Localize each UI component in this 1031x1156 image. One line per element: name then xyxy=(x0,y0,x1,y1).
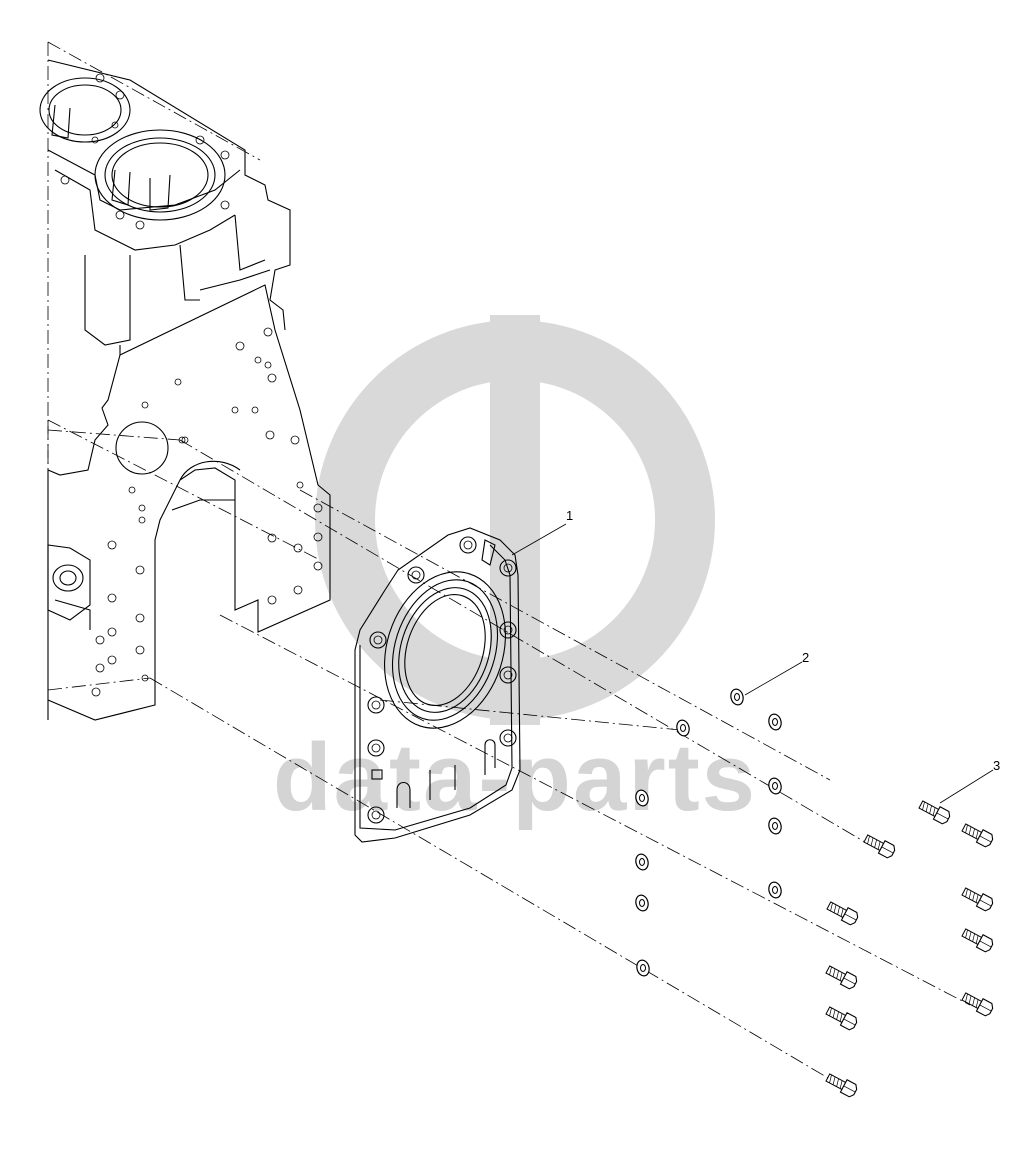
callout-2-label: 2 xyxy=(802,650,809,665)
bolt xyxy=(825,1073,858,1098)
washer xyxy=(768,817,782,835)
washer xyxy=(635,853,649,871)
watermark-text: data-parts xyxy=(273,724,757,831)
bolt xyxy=(863,834,896,859)
bolt xyxy=(961,928,994,953)
bolt xyxy=(961,992,994,1017)
engine-block xyxy=(39,41,331,721)
callout-3-label: 3 xyxy=(993,758,1000,773)
washer xyxy=(768,713,782,731)
bolt xyxy=(826,901,859,926)
washer xyxy=(676,719,690,737)
callout-2: 2 xyxy=(744,650,809,696)
bolt xyxy=(918,800,951,825)
bolt xyxy=(825,965,858,990)
callout-1: 1 xyxy=(511,508,573,556)
washer xyxy=(635,894,649,912)
assembly-guide-lines xyxy=(47,419,971,1089)
washer xyxy=(636,959,650,977)
bolt xyxy=(961,823,994,848)
bolt xyxy=(825,1006,858,1031)
callout-1-label: 1 xyxy=(566,508,573,523)
washer xyxy=(635,789,649,807)
washer xyxy=(730,688,744,706)
bolts xyxy=(825,800,994,1098)
callout-3: 3 xyxy=(939,758,1000,804)
washer xyxy=(768,777,782,795)
seal-carrier-plate xyxy=(354,527,521,843)
washer xyxy=(768,881,782,899)
watermark-logo xyxy=(315,315,715,725)
bolt xyxy=(961,887,994,912)
washers xyxy=(635,688,782,977)
